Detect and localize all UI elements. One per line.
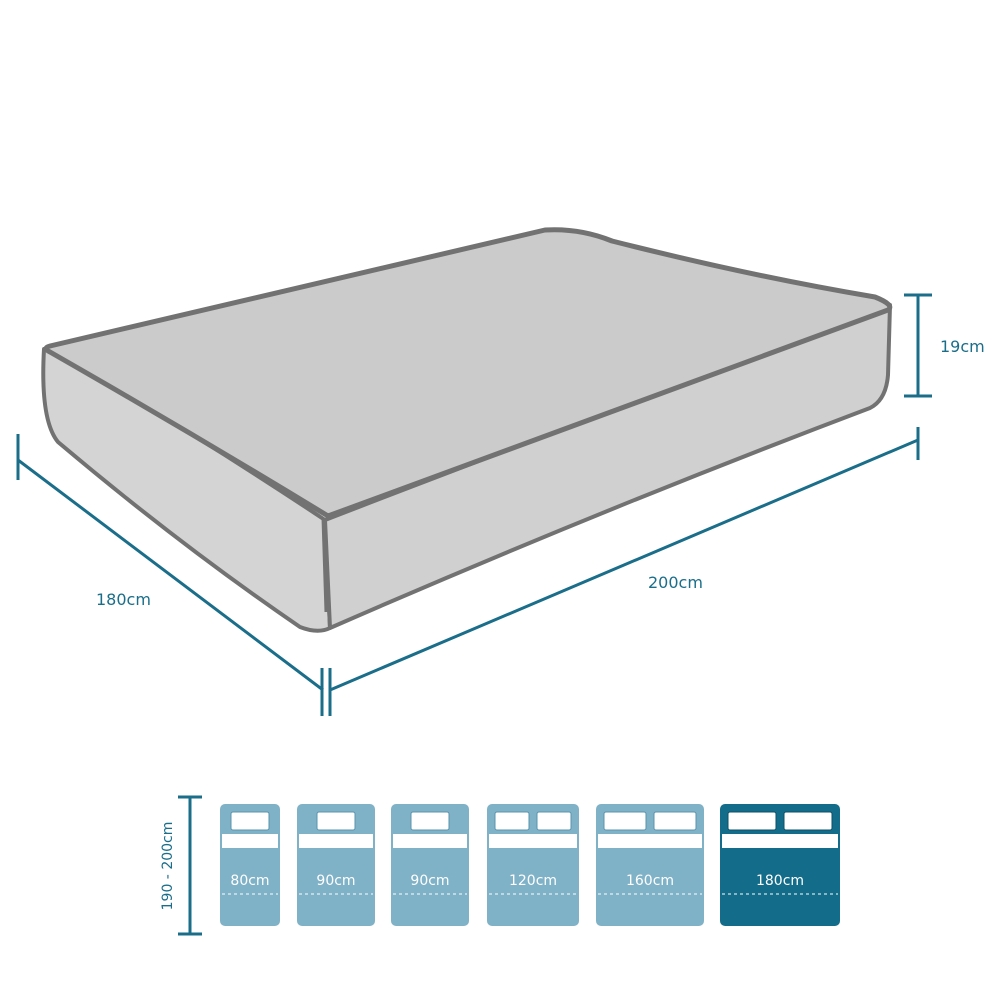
size-label: 180cm bbox=[756, 873, 804, 889]
mattress bbox=[41, 227, 893, 633]
mattress-corner-seam bbox=[321, 517, 328, 613]
range-dimension: 190 - 200cm bbox=[160, 795, 202, 936]
size-option-6[interactable]: 180cm bbox=[720, 804, 840, 926]
pillow-icon bbox=[653, 811, 697, 831]
length-dimension: 200cm bbox=[328, 427, 920, 716]
pillow-icon bbox=[603, 811, 647, 831]
width-label: 180cm bbox=[96, 590, 151, 609]
mattress-top bbox=[43, 227, 893, 519]
size-label: 120cm bbox=[509, 873, 557, 889]
size-option-4[interactable]: 120cm bbox=[487, 804, 579, 926]
blanket-fold bbox=[222, 834, 278, 848]
pillow-icon bbox=[727, 811, 777, 831]
size-label: 90cm bbox=[410, 873, 449, 889]
range-label: 190 - 200cm bbox=[160, 822, 176, 911]
height-label: 19cm bbox=[940, 337, 985, 356]
size-option-1[interactable]: 80cm bbox=[220, 804, 280, 926]
height-dimension: 19cm bbox=[904, 293, 985, 398]
pillow-icon bbox=[783, 811, 833, 831]
size-option-2[interactable]: 90cm bbox=[297, 804, 375, 926]
size-option-5[interactable]: 160cm bbox=[596, 804, 704, 926]
pillow-icon bbox=[410, 811, 450, 831]
blanket-fold bbox=[722, 834, 838, 848]
pillow-icon bbox=[316, 811, 356, 831]
pillow-icon bbox=[494, 811, 530, 831]
size-selector: 80cm 90cm 90cm 120cm 160cm 180cm bbox=[220, 804, 840, 926]
blanket-fold bbox=[299, 834, 373, 848]
blanket-fold bbox=[393, 834, 467, 848]
size-label: 80cm bbox=[230, 873, 269, 889]
size-label: 90cm bbox=[316, 873, 355, 889]
width-dimension: 180cm bbox=[16, 434, 324, 716]
size-option-3[interactable]: 90cm bbox=[391, 804, 469, 926]
length-label: 200cm bbox=[648, 573, 703, 592]
pillow-icon bbox=[230, 811, 270, 831]
blanket-fold bbox=[598, 834, 702, 848]
size-label: 160cm bbox=[626, 873, 674, 889]
blanket-fold bbox=[489, 834, 577, 848]
pillow-icon bbox=[536, 811, 572, 831]
